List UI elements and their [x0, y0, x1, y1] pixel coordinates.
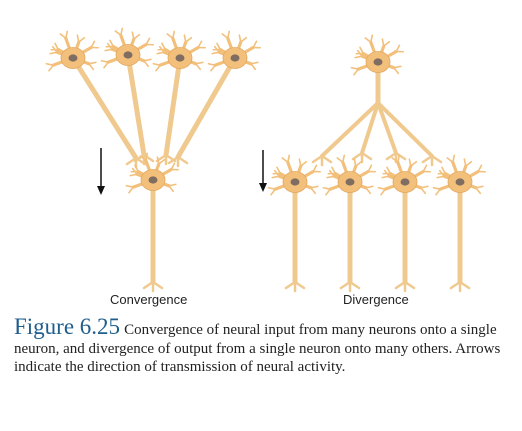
- postsynaptic-neuron: [377, 154, 431, 196]
- axon-terminal: [284, 280, 306, 293]
- presynaptic-neuron: [45, 30, 99, 72]
- axon-terminal: [339, 280, 361, 293]
- convergence-axon: [175, 55, 238, 160]
- axon-terminal: [449, 280, 471, 293]
- convergence-label: Convergence: [110, 292, 188, 307]
- presynaptic-neuron: [152, 30, 206, 72]
- caption-text: Convergence of neural input from many ne…: [14, 322, 501, 375]
- soma-layer: [45, 27, 486, 196]
- convergence-axon: [125, 52, 147, 158]
- divergence-source-neuron: [350, 34, 404, 76]
- postsynaptic-neuron: [322, 154, 376, 196]
- presynaptic-neuron: [207, 30, 261, 72]
- axon-terminal: [351, 151, 373, 164]
- figure-number: Figure 6.25: [14, 314, 121, 339]
- convergence-target-neuron: [125, 152, 179, 194]
- divergence-branch: [376, 101, 434, 158]
- axon-terminal: [311, 154, 333, 167]
- convergence-axon: [70, 55, 139, 161]
- axon-terminal: [394, 280, 416, 293]
- convergence-axon: [163, 55, 183, 158]
- arrow-layer: [97, 148, 267, 195]
- divergence-branch: [376, 101, 398, 155]
- axon-layer: [70, 52, 471, 293]
- axon-terminal: [142, 280, 164, 293]
- transmission-direction-arrow: [97, 148, 105, 195]
- postsynaptic-neuron: [432, 154, 486, 196]
- postsynaptic-neuron: [267, 154, 321, 196]
- axon-terminal: [421, 154, 443, 167]
- divergence-branch: [320, 101, 380, 158]
- divergence-branch: [360, 101, 380, 155]
- transmission-direction-arrow: [259, 150, 267, 192]
- divergence-label: Divergence: [343, 292, 409, 307]
- axon-terminal: [167, 155, 189, 168]
- presynaptic-neuron: [100, 27, 154, 69]
- neural-circuit-diagram: [45, 27, 486, 293]
